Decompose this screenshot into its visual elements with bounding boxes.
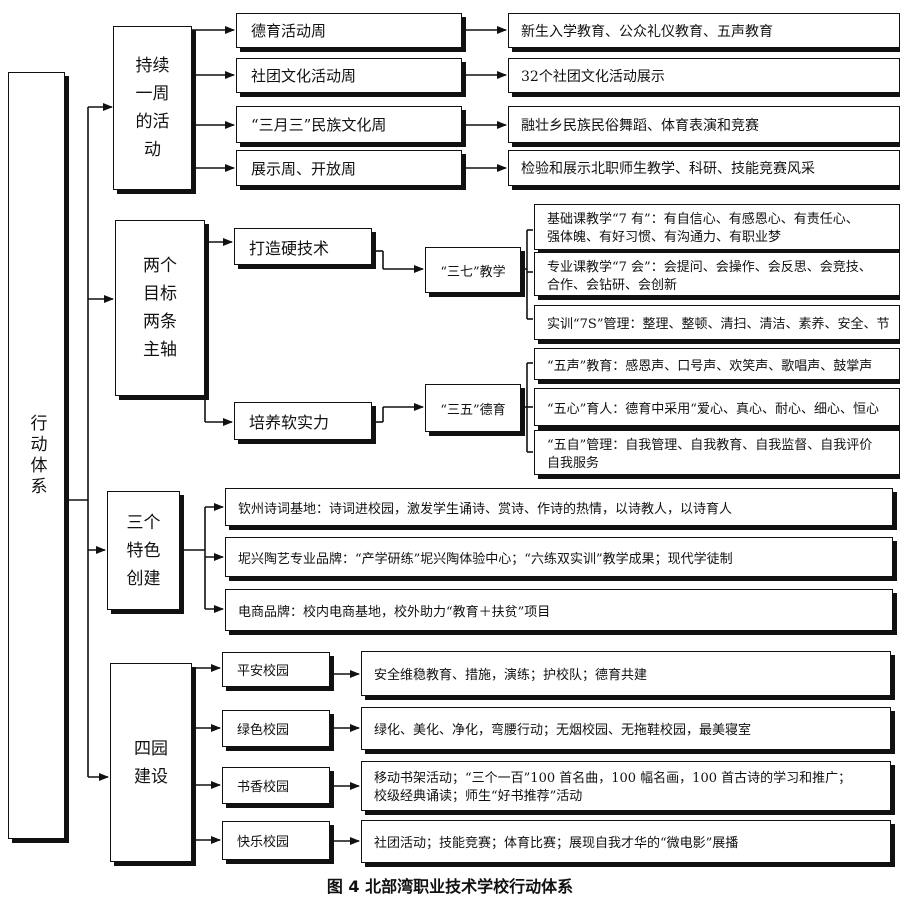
garden-desc-line: 安全维稳教育、措施，演练；护校队；德育共建 — [374, 668, 648, 683]
weekly-group-node: 持续 一周 的活 动 — [113, 26, 192, 190]
weekly-item-label: “三月三”民族文化周 — [251, 116, 387, 134]
weekly-item-node: 社团文化活动周 — [236, 58, 462, 93]
gardens-title-line: 建设 — [134, 766, 168, 787]
axes-detail-line: “五声”教育：感恩声、口号声、欢笑声、歌唱声、鼓掌声 — [547, 358, 873, 374]
feature-item-node: 钦州诗词基地：诗词进校园，激发学生诵诗、赏诗、作诗的热情，以诗教人，以诗育人 — [225, 488, 893, 526]
feature-item-node: 电商品牌：校内电商基地，校外助力“教育＋扶贫”项目 — [225, 589, 893, 631]
garden-item-node: 平安校园 — [222, 652, 330, 687]
axes-branch-label: 培养软实力 — [249, 413, 330, 432]
features-group-node: 三个 特色 创建 — [107, 491, 180, 610]
weekly-desc-node: 新生入学教育、公众礼仪教育、五声教育 — [508, 13, 900, 48]
feature-item-node: 坭兴陶艺专业品牌：“产学研练”坭兴陶体验中心；“六练双实训”教学成果；现代学徒制 — [225, 537, 893, 577]
axes-branch-label: 打造硬技术 — [249, 238, 330, 258]
weekly-item-label: 展示周、开放周 — [251, 159, 357, 178]
garden-item-label: 平安校园 — [237, 664, 290, 679]
axes-detail-line: “五心”育人：德育中采用“爱心、真心、耐心、细心、恒心 — [547, 401, 879, 417]
axes-hub-label: “三五”德育 — [440, 402, 506, 418]
features-title-line: 特色 — [126, 540, 161, 561]
feature-item-text: 钦州诗词基地：诗词进校园，激发学生诵诗、赏诗、作诗的热情，以诗教人，以诗育人 — [238, 501, 733, 517]
weekly-desc-node: 32个社团文化活动展示 — [508, 58, 900, 93]
weekly-title-line: 持续 — [135, 56, 170, 76]
garden-desc-node: 移动书架活动；“三个一百”100 首名曲，100 幅名画，100 首古诗的学习和… — [361, 761, 891, 811]
garden-desc-line: 移动书架活动；“三个一百”100 首名曲，100 幅名画，100 首古诗的学习和… — [374, 771, 852, 786]
garden-item-label: 快乐校园 — [237, 835, 290, 850]
weekly-desc-text: 32个社团文化活动展示 — [521, 68, 665, 85]
axes-detail-node: “五心”育人：德育中采用“爱心、真心、耐心、细心、恒心 — [534, 388, 900, 426]
garden-item-node: 快乐校园 — [222, 821, 330, 860]
root-label: 行动体系 — [26, 413, 47, 498]
figure-caption: 图 4 北部湾职业技术学校行动体系 — [326, 877, 574, 896]
axes-detail-line: 实训“7S”管理：整理、整顿、清扫、清洁、素养、安全、节 — [547, 317, 890, 332]
weekly-item-node: 展示周、开放周 — [236, 150, 462, 186]
axes-detail-line: 合作、会钻研、会创新 — [547, 278, 678, 293]
axes-detail-line: 自我服务 — [547, 456, 600, 471]
features-title-line: 创建 — [126, 568, 161, 589]
garden-desc-node: 绿化、美化、净化，弯腰行动；无烟校园、无拖鞋校园，最美寝室 — [361, 707, 891, 750]
weekly-title-line: 的活 — [135, 112, 170, 132]
axes-title-line: 目标 — [143, 284, 177, 304]
garden-desc-node: 安全维稳教育、措施，演练；护校队；德育共建 — [361, 651, 891, 696]
root-node: 行动体系 — [8, 72, 65, 839]
weekly-desc-text: 新生入学教育、公众礼仪教育、五声教育 — [521, 23, 773, 40]
axes-detail-node: 实训“7S”管理：整理、整顿、清扫、清洁、素养、安全、节 — [534, 305, 900, 340]
axes-detail-line: 强体魄、有好习惯、有沟通力、有职业梦 — [547, 230, 782, 245]
weekly-desc-node: 检验和展示北职师生教学、科研、技能竞赛风采 — [508, 150, 900, 186]
weekly-item-label: 社团文化活动周 — [251, 67, 357, 85]
features-title-line: 三个 — [126, 512, 161, 533]
feature-item-text: 坭兴陶艺专业品牌：“产学研练”坭兴陶体验中心；“六练双实训”教学成果；现代学徒制 — [238, 551, 733, 567]
weekly-desc-text: 融壮乡民族民俗舞蹈、体育表演和竞赛 — [521, 117, 759, 134]
axes-detail-line: 专业课教学“7 会”：会提问、会操作、会反思、会竞技、 — [547, 260, 872, 275]
axes-detail-node: 专业课教学“7 会”：会提问、会操作、会反思、会竞技、 合作、会钻研、会创新 — [534, 252, 900, 296]
axes-group-node: 两个 目标 两条 主轴 — [115, 220, 205, 396]
axes-detail-line: “五自”管理：自我管理、自我教育、自我监督、自我评价 — [547, 438, 873, 453]
garden-item-node: 绿色校园 — [222, 710, 330, 747]
axes-detail-node: “五自”管理：自我管理、自我教育、自我监督、自我评价 自我服务 — [534, 430, 900, 475]
weekly-desc-text: 检验和展示北职师生教学、科研、技能竞赛风采 — [521, 161, 815, 177]
gardens-group-node: 四园 建设 — [110, 663, 192, 862]
garden-item-node: 书香校园 — [222, 767, 330, 804]
garden-desc-node: 社团活动；技能竞赛；体育比赛；展现自我才华的“微电影”展播 — [361, 820, 891, 863]
axes-hub-label: “三七”教学 — [440, 264, 506, 280]
feature-item-text: 电商品牌：校内电商基地，校外助力“教育＋扶贫”项目 — [238, 604, 551, 620]
weekly-item-label: 德育活动周 — [251, 22, 327, 40]
axes-detail-node: 基础课教学“7 有”：有自信心、有感恩心、有责任心、 强体魄、有好习惯、有沟通力… — [534, 204, 900, 250]
weekly-item-node: “三月三”民族文化周 — [236, 106, 462, 143]
weekly-desc-node: 融壮乡民族民俗舞蹈、体育表演和竞赛 — [508, 106, 900, 143]
axes-title-line: 两个 — [143, 256, 177, 276]
axes-hub-node: “三七”教学 — [425, 247, 521, 293]
garden-item-label: 绿色校园 — [237, 723, 290, 738]
garden-desc-line: 社团活动；技能竞赛；体育比赛；展现自我才华的“微电影”展播 — [374, 836, 739, 851]
garden-item-label: 书香校园 — [237, 780, 290, 795]
axes-hub-node: “三五”德育 — [425, 384, 521, 432]
gardens-title-line: 四园 — [134, 738, 168, 759]
weekly-title-line: 动 — [144, 140, 161, 160]
weekly-item-node: 德育活动周 — [236, 13, 462, 48]
weekly-title-line: 一周 — [135, 84, 170, 104]
axes-detail-line: 基础课教学“7 有”：有自信心、有感恩心、有责任心、 — [547, 212, 859, 227]
axes-detail-node: “五声”教育：感恩声、口号声、欢笑声、歌唱声、鼓掌声 — [534, 348, 900, 380]
axes-title-line: 主轴 — [143, 340, 177, 360]
garden-desc-line: 绿化、美化、净化，弯腰行动；无烟校园、无拖鞋校园，最美寝室 — [374, 723, 752, 738]
garden-desc-line: 校级经典诵读；师生“好书推荐”活动 — [374, 789, 583, 804]
axes-branch-node: 打造硬技术 — [234, 228, 372, 265]
axes-branch-node: 培养软实力 — [234, 402, 372, 440]
axes-title-line: 两条 — [143, 312, 177, 332]
